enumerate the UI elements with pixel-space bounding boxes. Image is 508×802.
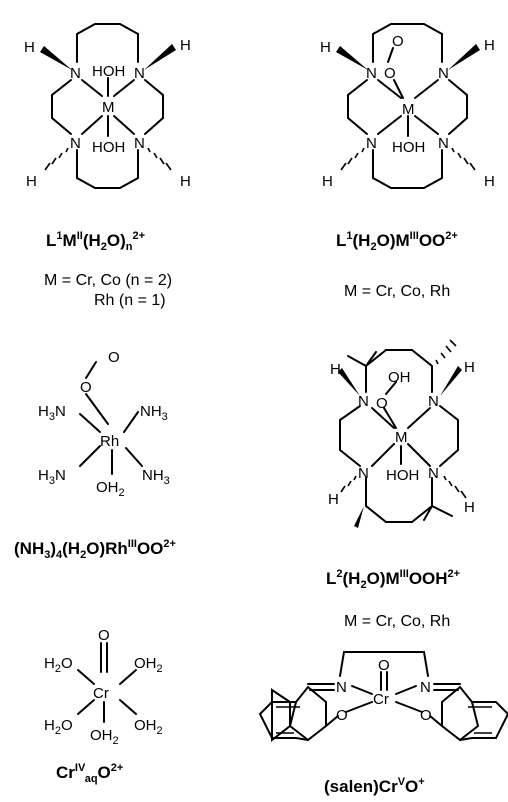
nitrogen-atom: N [134,65,145,82]
metal-atom: M [402,101,415,118]
structure-label: L2(H2O)MIIIOOH2+ [326,568,460,591]
h-atom: H [180,173,191,190]
structure-l1-aqua: H H H H N N N N M HOH HOH L1MII(H2O)n2+ … [24,23,191,309]
ammine-ligand: NH3 [142,467,170,487]
oxo-ligand: O [378,657,390,674]
aqua-ligand: HOH [92,63,125,80]
nitrogen-atom: N [134,135,145,152]
metal-note: M = Cr, Co, Rh [344,283,450,300]
h-atom: H [322,173,333,190]
metal-atom: Cr [373,691,389,708]
oxo-ligand: O [98,627,110,644]
ammine-ligand: NH3 [140,403,168,423]
oxygen-atom: O [108,349,120,366]
nitrogen-atom: N [70,135,81,152]
nitrogen-atom: N [428,465,439,482]
h-atom: H [464,359,475,376]
metal-atom: Cr [93,685,109,702]
nitrogen-atom: N [428,393,439,410]
metal-atom: Rh [100,433,119,450]
ammine-ligand: H3N [38,403,66,423]
nitrogen-atom: N [358,465,369,482]
nitrogen-atom: N [70,65,81,82]
aqua-ligand: OH2 [90,727,119,747]
structure-label: L1(H2O)MIIIOO2+ [336,230,458,253]
h-atom: H [180,37,191,54]
nitrogen-atom: N [438,135,449,152]
aqua-ligand: HOH [92,139,125,156]
oxygen-atom: O [376,395,388,412]
aqua-ligand: H2O [44,717,73,737]
aqua-ligand: OH2 [134,655,163,675]
aqua-ligand: H2O [44,655,73,675]
nitrogen-atom: N [366,135,377,152]
h-atom: H [320,39,331,56]
h-atom: H [484,37,495,54]
phenoxide-oxygen: O [420,707,432,724]
nitrogen-atom: N [358,393,369,410]
oxygen-atom: O [384,65,396,82]
aqua-ligand: HOH [386,467,419,484]
phenoxide-oxygen: O [336,707,348,724]
aqua-ligand: HOH [392,139,425,156]
metal-atom: M [102,99,115,116]
metal-note: Rh (n = 1) [94,292,166,309]
structure-salen-cr-oxo: O Cr N N O O (salen)CrVO+ [258,651,508,796]
h-atom: H [464,499,475,516]
structure-l1-superoxo: H H H H N N N N M O O HOH L1(H2O)MIIIOO2… [320,23,495,300]
oxygen-atom: O [392,33,404,50]
nitrogen-atom: N [420,679,431,696]
h-atom: H [328,491,339,508]
structure-l2-hydroperoxo: H H H H N N N N M OH O HOH L2(H2O)MIIIOO… [326,339,475,630]
structure-label: (salen)CrVO+ [324,776,425,796]
metal-note: M = Cr, Co, Rh [344,613,450,630]
structure-rh-ammine-superoxo: O O Rh H3N NH3 H3N NH3 OH2 (NH3)4(H2O)Rh… [14,349,176,561]
structure-label: L1MII(H2O)n2+ [46,230,145,253]
metal-atom: M [395,429,408,446]
structure-label: (NH3)4(H2O)RhIIIOO2+ [14,538,176,561]
nitrogen-atom: N [336,679,347,696]
hydroperoxo-ligand: OH [388,369,411,386]
ammine-ligand: H3N [38,467,66,487]
aqua-ligand: OH2 [96,479,125,499]
h-atom: H [330,361,341,378]
nitrogen-atom: N [366,65,377,82]
structure-cr-aqua-oxo: O Cr H2O OH2 H2O OH2 OH2 CrIVaqO2+ [44,627,163,785]
nitrogen-atom: N [438,65,449,82]
oxygen-atom: O [80,379,92,396]
h-atom: H [484,173,495,190]
structure-label: CrIVaqO2+ [56,762,123,785]
h-atom: H [26,173,37,190]
h-atom: H [24,39,35,56]
metal-note: M = Cr, Co (n = 2) [44,272,172,289]
aqua-ligand: OH2 [134,717,163,737]
